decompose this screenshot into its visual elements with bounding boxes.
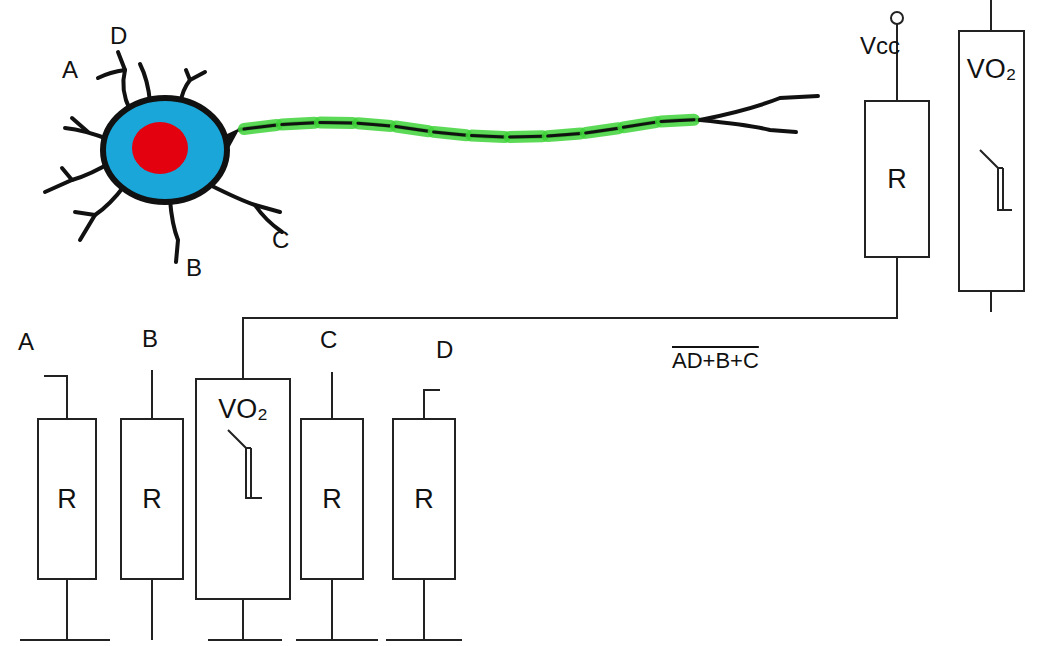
- axon: [238, 120, 705, 137]
- resistor-symbol: R: [864, 100, 930, 258]
- axon-terminal: [700, 96, 818, 132]
- vo2-device: VO₂: [958, 30, 1025, 292]
- supply-label: Vcc: [860, 32, 900, 60]
- input-label: B: [142, 325, 158, 353]
- hysteresis-symbol: [228, 150, 1012, 498]
- input-label: D: [436, 336, 453, 364]
- neuron-dendrites: [45, 52, 282, 262]
- device-label: R: [302, 484, 362, 515]
- soma: [103, 98, 227, 202]
- resistor-symbol: R: [120, 418, 184, 580]
- dendrite-label: C: [272, 226, 289, 254]
- resistor-symbol: R: [37, 418, 97, 580]
- dendrite-label: A: [62, 56, 78, 84]
- vo2-device: VO₂: [195, 378, 291, 600]
- device-label: R: [866, 164, 928, 195]
- input-label: A: [18, 328, 34, 356]
- output-expression: AD+B+C: [672, 348, 759, 374]
- device-label: VO₂: [197, 394, 289, 425]
- device-label: R: [122, 484, 182, 515]
- resistor-symbol: R: [392, 418, 456, 580]
- device-label: R: [394, 484, 454, 515]
- resistor-symbol: R: [300, 418, 364, 580]
- myelin-sheath: [244, 120, 694, 137]
- circuit-wire: [243, 258, 897, 378]
- circuit-wires: [20, 0, 991, 640]
- dendrite-label: D: [110, 22, 127, 50]
- device-label: VO₂: [960, 54, 1023, 85]
- dendrite-label: B: [186, 254, 202, 282]
- nucleus: [132, 122, 188, 174]
- axon-hillock: [225, 128, 240, 150]
- device-label: R: [39, 484, 95, 515]
- input-label: C: [320, 326, 337, 354]
